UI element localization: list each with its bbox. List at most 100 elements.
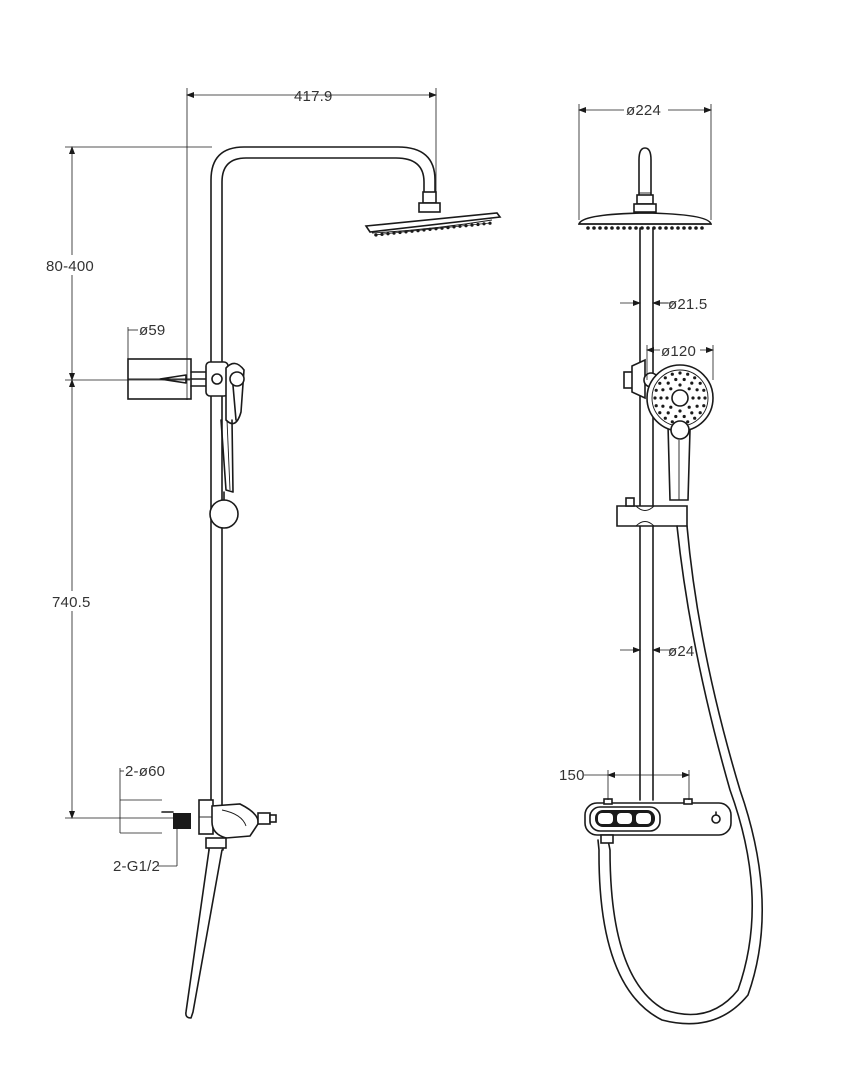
dim-upper-pipe-dia-label: ø21.5 [668,296,707,313]
hand-shower-nozzle [661,404,665,408]
hand-shower-nozzle [698,381,702,385]
hand-shower-nozzle [697,396,701,400]
side-head-nozzle [434,227,438,231]
hand-shower-nozzle [674,377,678,382]
hand-shower-nozzle [665,396,669,400]
rain-head-nozzle [616,226,620,230]
dim-bracket-dia-label: ø59 [139,322,165,339]
side-head-nozzle [416,229,420,233]
hand-shower-nozzle [666,411,670,415]
hand-shower-nozzle [669,405,673,409]
hand-shower-nozzle [658,381,662,385]
hand-shower-nozzle [654,404,658,408]
side-mixer-body [161,799,277,851]
rain-head-nozzle [598,226,602,230]
hand-shower-nozzle [658,411,662,415]
hand-shower-nozzle [691,396,695,400]
hand-shower-nozzle [674,414,678,419]
side-head-nozzle [392,231,396,235]
mixer-indicator [711,814,721,824]
hand-shower-nozzle [678,383,682,387]
side-head-nozzle [464,224,468,228]
dim-height-adjust-label: 80-400 [46,258,94,275]
hand-shower-nozzle [659,396,663,400]
hand-shower-nozzle [653,396,657,400]
front-hand-shower-center [671,389,689,407]
front-upper-pipe [638,147,652,213]
side-riser-pipe [210,146,436,807]
hand-shower-nozzle [669,387,673,391]
dim-head-dia-label: ø224 [626,102,661,119]
side-head-nozzle [482,222,486,226]
front-head-nut [636,194,654,205]
hand-shower-nozzle [695,388,699,392]
side-hand-shower [220,362,245,493]
hand-shower-nozzle [666,381,670,385]
hand-shower-nozzle [663,416,667,420]
side-head-nozzle [398,230,402,235]
side-slide-knob [209,499,239,529]
mixer-button-2 [617,813,632,824]
rain-head-nozzle [604,226,608,230]
side-riser-pipe-inner [221,157,425,807]
front-hose [607,525,753,1016]
hand-shower-nozzle [663,376,667,380]
side-head-nozzle [440,226,444,230]
hand-shower-nozzle [695,404,699,408]
dim-rail-dia-label: ø24 [668,643,694,660]
front-hand-shower [646,364,714,501]
mixer-button-1 [598,813,613,824]
rain-head-nozzle [628,226,632,230]
side-head-nozzle [410,229,414,233]
rain-head-nozzle [694,226,698,230]
front-slide-holder [616,505,688,527]
side-wall-screw [159,374,187,384]
dim-hand-shower-dia-label: ø120 [661,343,696,360]
rain-head-nozzle [622,226,626,230]
side-head-nut [418,202,441,213]
rain-head-nozzle [610,226,614,230]
hand-shower-nozzle [686,420,690,424]
hand-shower-nozzle [678,371,682,375]
hand-shower-nozzle [682,414,686,419]
hand-shower-nozzle [654,388,658,392]
dim-inlet-dia-label: 2-ø60 [125,763,165,780]
rain-head-nozzle [700,226,704,230]
side-hose [185,849,223,1019]
hand-shower-nozzle [703,396,707,400]
side-head-nozzle [446,226,450,230]
rain-head-nozzle [682,226,686,230]
side-view: 417.9 80-400 ø59 740.5 2-ø60 2-G1/2 [45,88,502,1019]
hand-shower-nozzle [661,388,665,392]
hand-shower-nozzle [702,404,706,408]
side-rain-head [364,212,502,237]
side-head-nozzle [458,224,462,228]
dim-inlet-thread-label: 2-G1/2 [113,858,160,875]
hand-shower-nozzle [698,411,702,415]
side-head-nozzle [422,228,426,232]
side-head-nozzle [476,222,480,227]
side-head-nozzle [428,227,432,231]
side-mixer-knob-stub [257,812,271,825]
hand-shower-nozzle [690,381,694,385]
hand-shower-nozzle [690,411,694,415]
front-rain-head [577,212,713,230]
side-head-nozzle [404,230,408,234]
dim-arm-reach-label: 417.9 [294,88,333,105]
side-head-nozzle [452,225,456,229]
front-mixer-bar [584,798,732,844]
side-head-ball-joint [422,191,437,204]
rain-head-nozzle [658,226,662,230]
front-view: ø224 ø21.5 ø120 ø24 150 [559,100,763,1025]
rain-head-nozzle [640,226,644,230]
mixer-button-3 [636,813,651,824]
rain-head-nozzle [586,226,590,230]
hand-shower-nozzle [693,376,697,380]
hand-shower-nozzle [678,409,682,413]
hand-shower-nozzle [686,372,690,376]
hand-shower-nozzle [687,405,691,409]
side-head-nozzle [488,221,492,225]
rain-head-nozzle [634,226,638,230]
rain-head-nozzle [670,226,674,230]
